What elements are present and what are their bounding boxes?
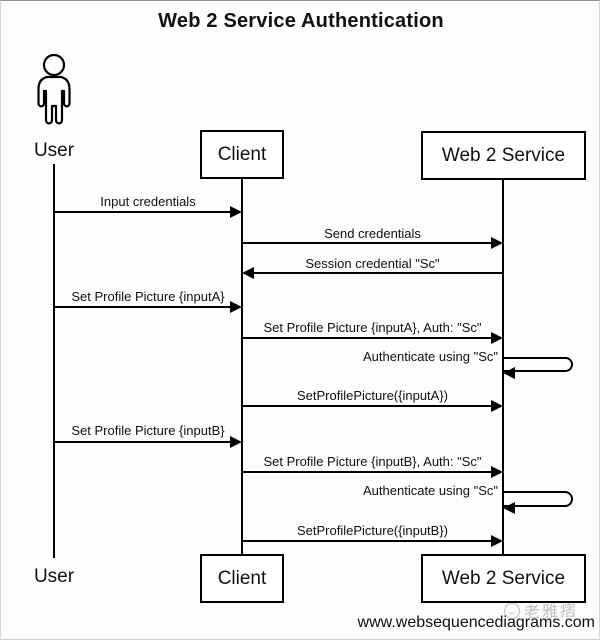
arrowhead-right-icon [491, 400, 503, 412]
stamp-text: 老雅痞 [523, 600, 579, 622]
message-label: Set Profile Picture {inputB} [71, 423, 225, 438]
message-line [242, 540, 492, 542]
actor-service-bottom-box: Web 2 Service [421, 554, 586, 603]
message-label: Session credential "Sc" [305, 256, 440, 271]
user-actor-icon [37, 54, 71, 125]
message-label: Send credentials [324, 226, 421, 241]
message-line [242, 242, 492, 244]
actor-user-bottom-label: User [33, 566, 75, 587]
diagram-title: Web 2 Service Authentication [158, 10, 444, 32]
message-label: SetProfilePicture({inputB}) [296, 523, 449, 538]
message-line [54, 306, 231, 308]
message-line [54, 211, 231, 213]
arrowhead-right-icon [491, 332, 503, 344]
actor-service-bottom-label: Web 2 Service [441, 567, 566, 589]
message-label: Set Profile Picture {inputA} [71, 289, 225, 304]
actor-service-top-box: Web 2 Service [421, 131, 586, 180]
message-label: Set Profile Picture {inputB}, Auth: "Sc" [263, 454, 482, 469]
actor-client-top-box: Client [200, 130, 284, 179]
lifeline-user [53, 164, 55, 558]
message-line [242, 471, 492, 473]
message-label: Input credentials [100, 194, 196, 209]
message-label: Authenticate using "Sc" [363, 349, 498, 364]
message-line [54, 441, 231, 443]
actor-client-bottom-label: Client [217, 567, 267, 589]
arrowhead-right-icon [230, 206, 242, 218]
arrowhead-left-icon [242, 267, 254, 279]
message-label: Set Profile Picture {inputA}, Auth: "Sc" [263, 320, 482, 335]
arrowhead-left-icon [503, 502, 515, 514]
arrowhead-left-icon [503, 367, 515, 379]
arrowhead-right-icon [491, 237, 503, 249]
self-message-loop [503, 491, 573, 507]
actor-service-top-label: Web 2 Service [441, 144, 566, 166]
actor-client-top-label: Client [217, 143, 267, 165]
actor-client-bottom-box: Client [200, 554, 284, 603]
arrowhead-right-icon [491, 535, 503, 547]
arrowhead-right-icon [491, 466, 503, 478]
arrowhead-right-icon [230, 301, 242, 313]
actor-user-top-label: User [33, 140, 75, 161]
website-url: www.websequencediagrams.com [357, 614, 595, 631]
stamp-logo-icon [503, 602, 521, 620]
self-message-loop [503, 357, 573, 372]
message-line [242, 337, 492, 339]
message-line [242, 405, 492, 407]
message-label: SetProfilePicture({inputA}) [296, 388, 449, 403]
watermark-stamp: 老雅痞 [503, 597, 579, 624]
message-label: Authenticate using "Sc" [363, 483, 498, 498]
message-line [254, 272, 503, 274]
lifeline-client [241, 179, 243, 554]
arrowhead-right-icon [230, 436, 242, 448]
